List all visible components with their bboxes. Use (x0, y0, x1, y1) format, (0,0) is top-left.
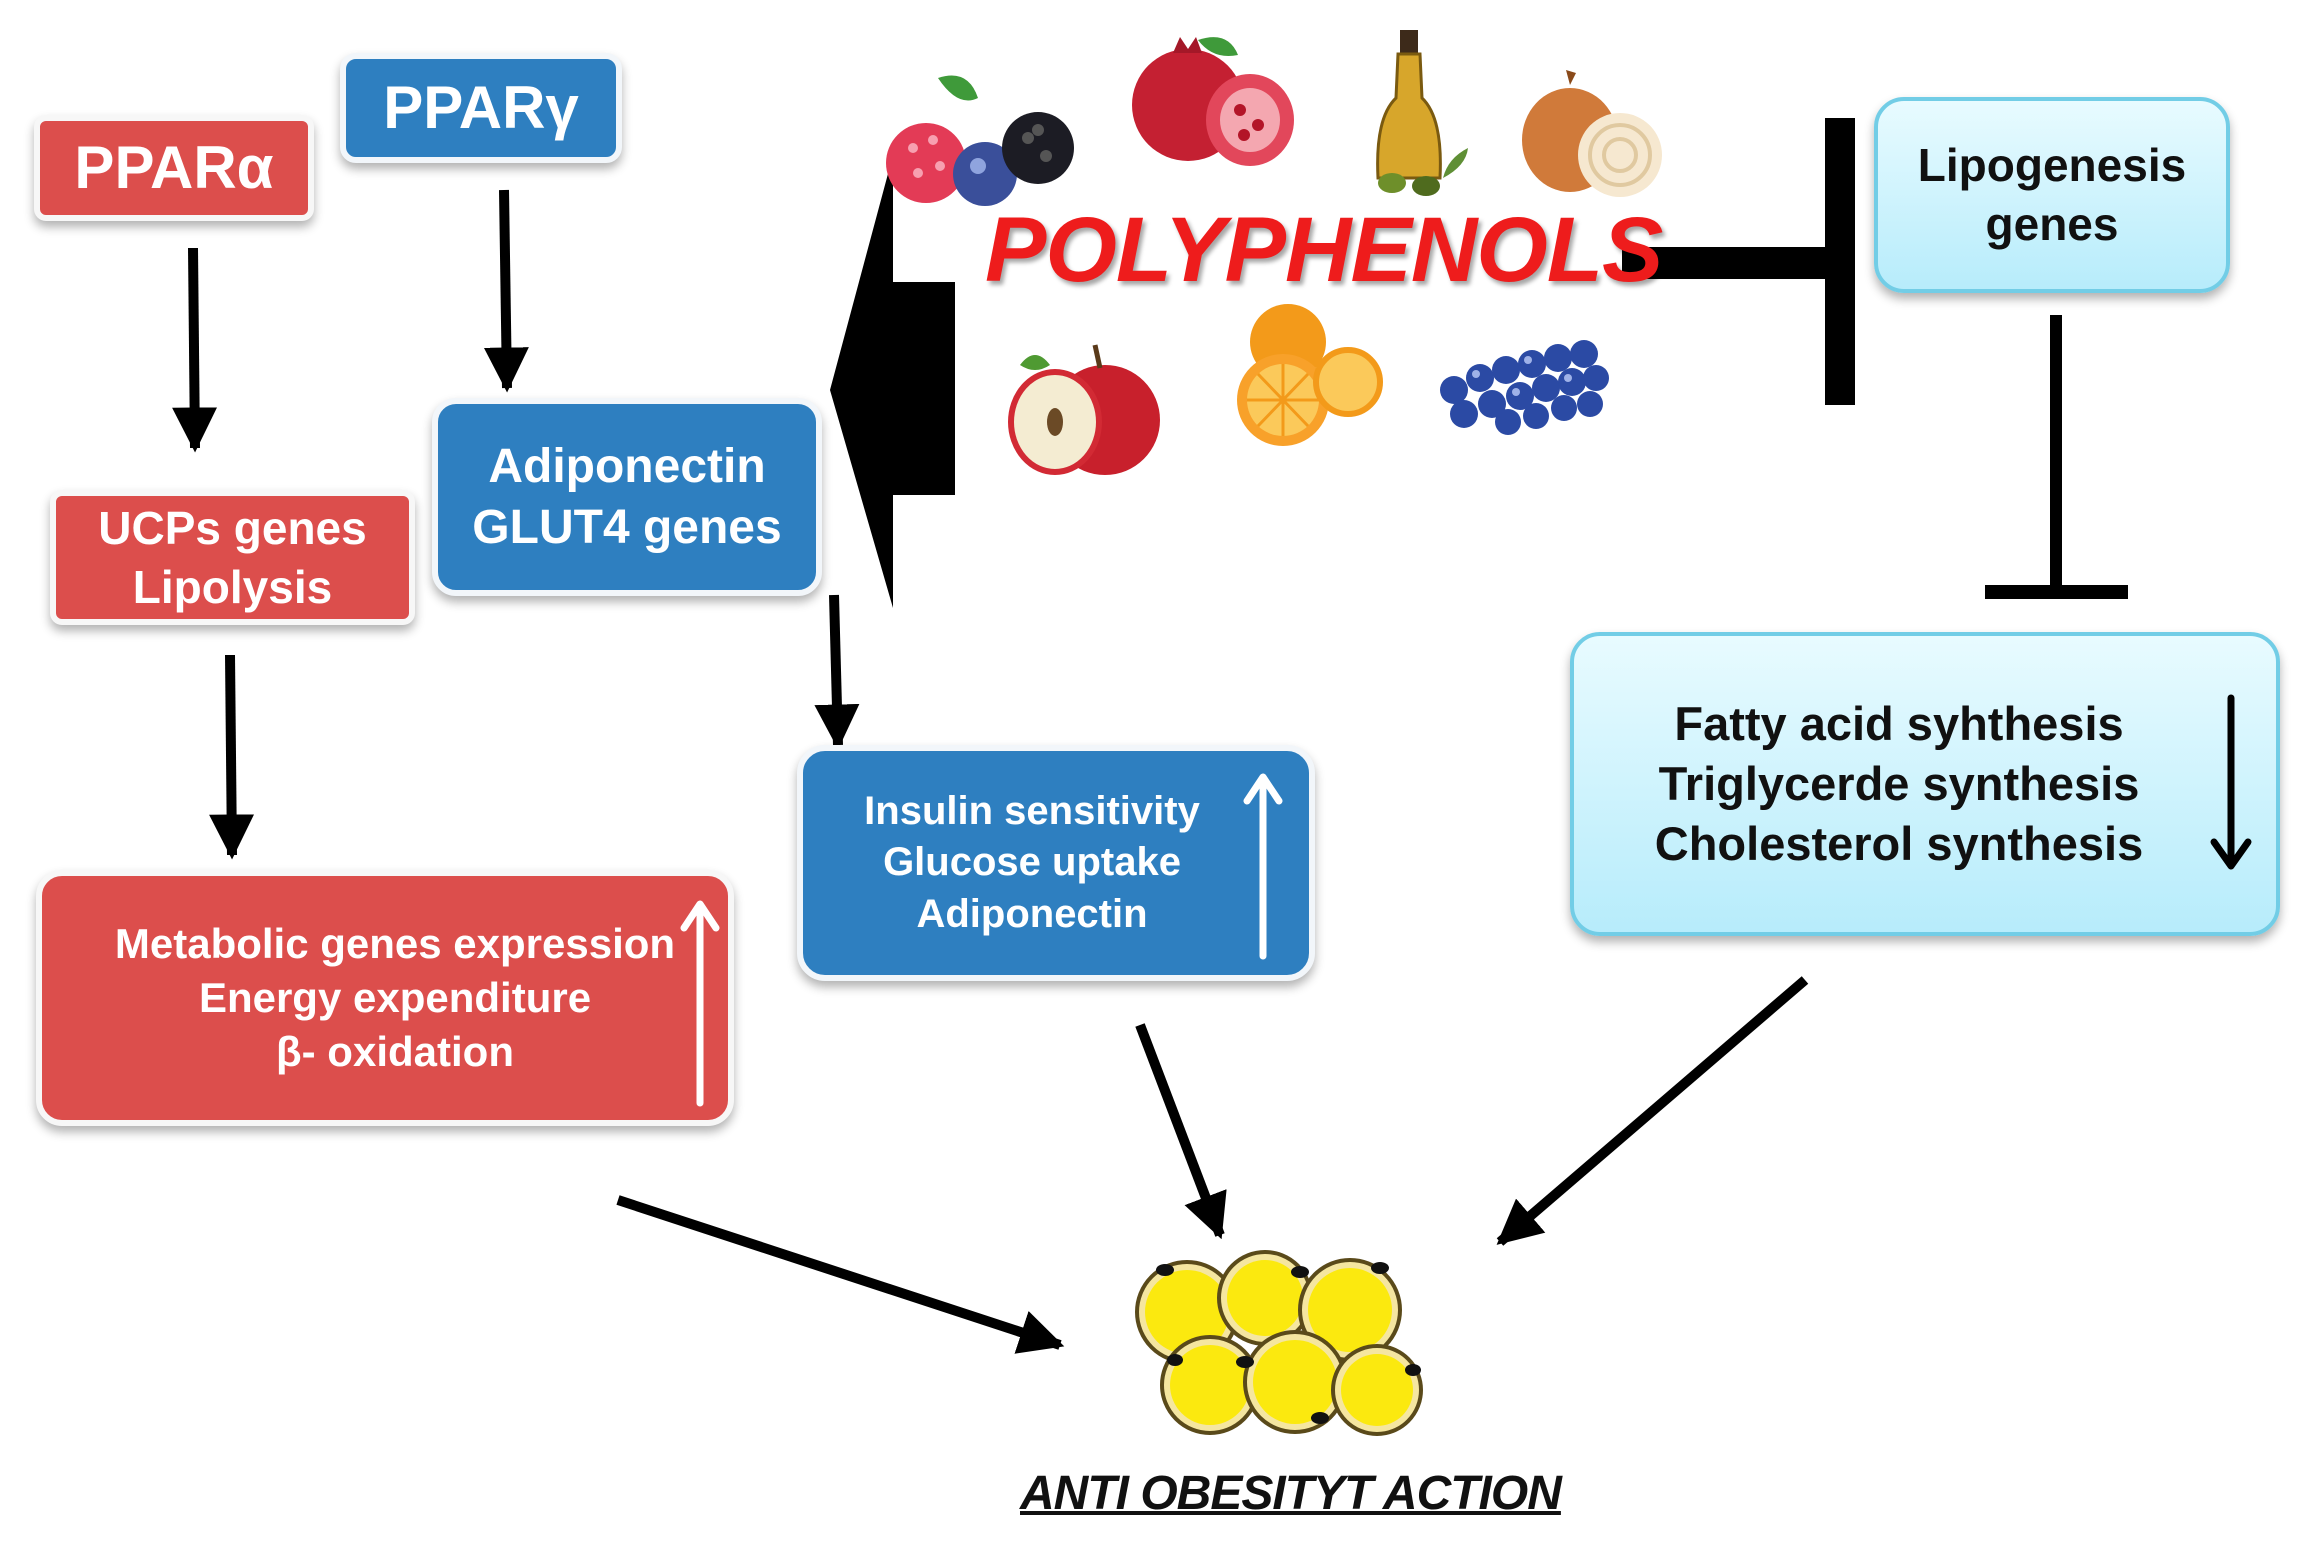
apple-icon (1008, 344, 1160, 475)
adipocytes-icon (1135, 1250, 1423, 1436)
fatty-acid-synthesis-label: Fatty acid syhthesis (1674, 696, 2124, 750)
ppar-alpha-label: PPARα (74, 133, 274, 201)
ppar-gamma-label: PPARγ (383, 73, 579, 141)
lipid-synthesis-box: Fatty acid syhthesis Triglycerde synthes… (1570, 632, 2280, 936)
ppar-gamma-box: PPARγ (340, 53, 622, 163)
ucp-genes-label: UCPs genes (98, 501, 367, 554)
adiponectin-glut4-box: Adiponectin GLUT4 genes (432, 398, 822, 596)
arrow-ppar-alpha-to-ucp (172, 247, 218, 453)
increase-arrow-icon (1243, 773, 1283, 960)
arrow-insulin-to-adipocytes (1135, 1023, 1227, 1240)
triglyceride-synthesis-label: Triglycerde synthesis (1658, 756, 2140, 810)
genes-label: genes (1985, 198, 2119, 250)
glucose-uptake-label: Glucose uptake (883, 840, 1181, 885)
metabolic-genes-label: Metabolic genes expression (114, 920, 676, 968)
lipolysis-label: Lipolysis (132, 560, 333, 613)
energy-expenditure-label: Energy expenditure (198, 974, 592, 1022)
decrease-arrow-icon (2210, 694, 2252, 870)
pomegranate-icon (1132, 37, 1294, 166)
onion-icon (1522, 70, 1662, 197)
insulin-sensitivity-label: Insulin sensitivity (864, 789, 1200, 834)
cholesterol-synthesis-label: Cholesterol synthesis (1654, 817, 2144, 871)
polyphenols-wedge-arrow (830, 155, 955, 608)
ucp-lipolysis-box: UCPs genes Lipolysis (50, 490, 415, 625)
increase-arrow-icon (680, 900, 720, 1107)
arrow-synthesis-to-adipocytes (1496, 976, 1809, 1246)
metabolic-effects-box: Metabolic genes expression Energy expend… (36, 870, 734, 1126)
arrow-metabolic-to-adipocytes (616, 1195, 1065, 1354)
olive-oil-icon (1376, 30, 1468, 196)
lipogenesis-genes-box: Lipogenesis genes (1874, 97, 2230, 293)
berries-icon (886, 75, 1074, 206)
beta-oxidation-label: β- oxidation (276, 1027, 514, 1075)
lipogenesis-label: Lipogenesis (1917, 139, 2187, 192)
glut4-genes-label: GLUT4 genes (472, 501, 782, 554)
anti-obesity-caption: ANTI OBESITYT ACTION (1020, 1467, 1562, 1520)
arrow-ppar-gamma-to-adiponectin (483, 189, 529, 393)
arrow-ucp-to-metabolic (209, 654, 255, 860)
polyphenols-title: POLYPHENOLS (985, 199, 1663, 301)
adiponectin-label: Adiponectin (488, 439, 766, 493)
blueberries-icon (1440, 340, 1609, 435)
insulin-effects-box: Insulin sensitivity Glucose uptake Adipo… (797, 745, 1315, 981)
arrow-adiponectin-to-insulin (814, 594, 860, 750)
ppar-alpha-box: PPARα (34, 115, 314, 221)
adiponectin-level-label: Adiponectin (916, 891, 1148, 936)
orange-icon (1237, 304, 1383, 446)
